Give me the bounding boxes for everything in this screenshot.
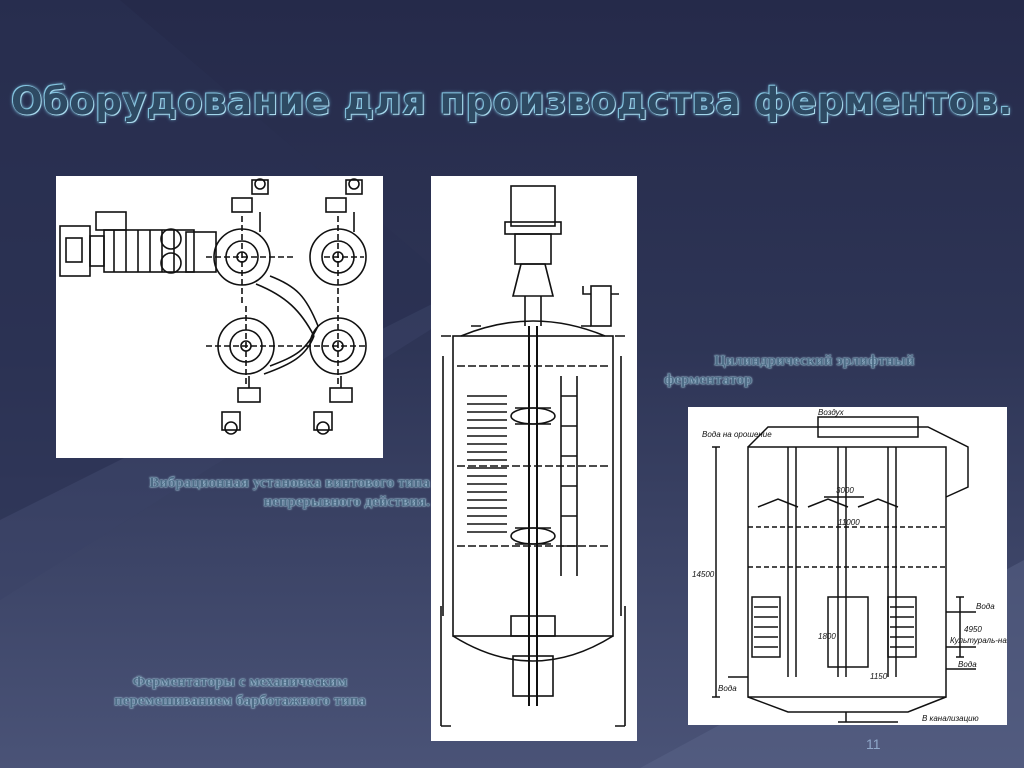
dimension-1800: 1800 xyxy=(818,632,836,641)
caption-line: Цилиндрический эрлифтный xyxy=(714,353,915,369)
mechanical-fermenter-caption: Ферментаторы с механическим перемешивани… xyxy=(40,673,440,711)
airlift-fermenter-drawing: Воздух Вода на орошение 3000 11000 14500… xyxy=(692,408,1024,723)
airlift-fermenter-caption: Цилиндрический эрлифтный ферментатор xyxy=(664,352,994,390)
dimension-11000: 11000 xyxy=(838,518,860,527)
drain-label: В канализацию xyxy=(922,714,979,723)
dimension-3000: 3000 xyxy=(836,486,854,495)
air-label: Воздух xyxy=(818,408,845,417)
water-right-label: Вода xyxy=(976,602,995,611)
vibration-unit-drawing xyxy=(59,178,367,435)
water-left-label: Вода xyxy=(718,684,737,693)
mechanical-fermenter-figure xyxy=(431,176,637,741)
caption-line: ферментатор xyxy=(664,372,753,388)
caption-line: непрерывного действия. xyxy=(263,494,430,510)
caption-line: Вибрационная установка винтового типа xyxy=(149,475,430,491)
slide-title: Оборудование для производства ферментов. xyxy=(11,80,1013,123)
caption-line: перемешиванием барботажного типа xyxy=(114,693,366,709)
vibration-unit-caption: Вибрационная установка винтового типа не… xyxy=(0,474,430,512)
vibration-unit-figure xyxy=(56,176,383,458)
culture-liquid-label: Культураль-ная жидкость xyxy=(950,636,1007,645)
dimension-14500: 14500 xyxy=(692,570,715,579)
water-spray-label: Вода на орошение xyxy=(702,430,772,439)
airlift-fermenter-figure: Воздух Вода на орошение 3000 11000 14500… xyxy=(688,407,1024,725)
page-number: 11 xyxy=(866,736,881,752)
water-low-label: Вода xyxy=(958,660,977,669)
dimension-4950: 4950 xyxy=(964,625,982,634)
dimension-1150: 1150 xyxy=(870,672,888,681)
caption-line: Ферментаторы с механическим xyxy=(132,674,348,690)
mechanical-fermenter-drawing xyxy=(440,185,626,727)
